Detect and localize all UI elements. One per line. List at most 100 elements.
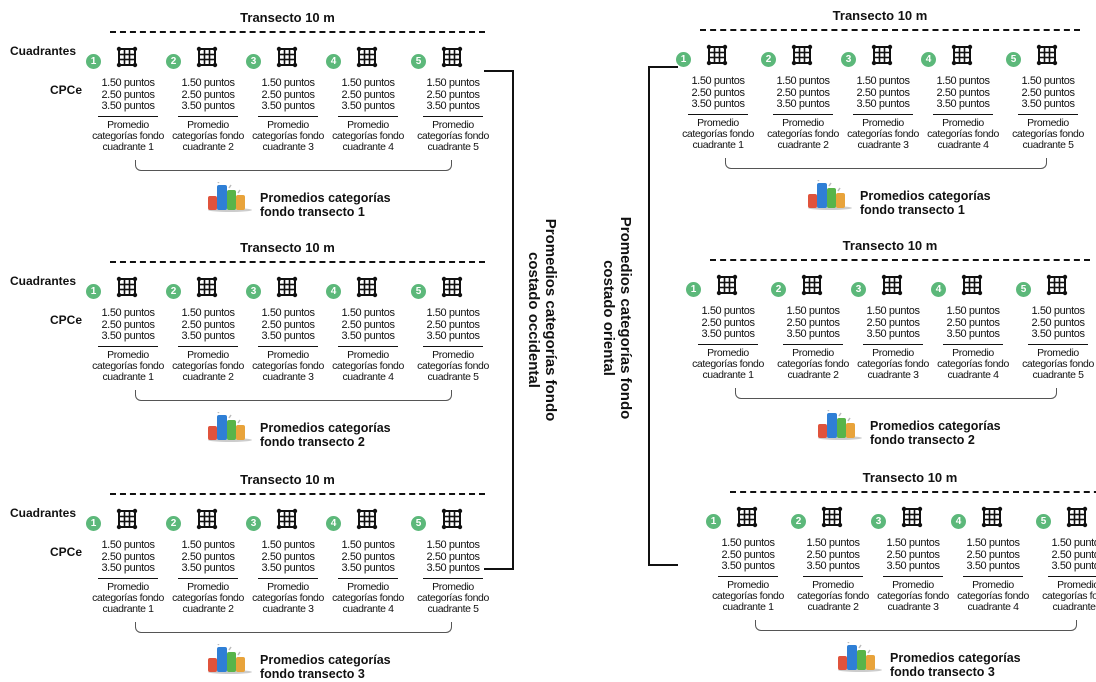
points-underline <box>178 346 238 347</box>
cuadrante-number: 2 <box>228 371 234 383</box>
cpce-points-line: 2.50 puntos <box>691 86 745 99</box>
grid-quadrat-icon <box>196 276 218 298</box>
promedio-line: categorías fondo <box>417 130 489 142</box>
cpce-points-line: 3.50 puntos <box>856 98 910 110</box>
points-underline <box>688 114 748 115</box>
promedio-line: categorías fondo <box>172 360 244 372</box>
cuadrante-number: 4 <box>388 141 394 153</box>
cuadrante-number: 2 <box>228 141 234 153</box>
cpce-points-line: 2.50 puntos <box>886 548 940 561</box>
promedio-line: Promedio <box>1027 117 1069 129</box>
quadrant-number-badge: 5 <box>411 516 426 531</box>
promedio-line: Promedio <box>432 581 474 593</box>
cuadrante-number: 1 <box>738 139 744 151</box>
points-underline <box>258 116 318 117</box>
cpce-points-line: 2.50 puntos <box>341 318 395 331</box>
cpce-points-line: 1.50 puntos <box>101 77 155 89</box>
promedio-line: cuadrante 5 <box>411 604 495 615</box>
grid-quadrat-icon <box>1066 506 1088 528</box>
points-underline <box>1048 576 1096 577</box>
grid-quadrat-icon <box>801 274 823 296</box>
cpce-points-line: 2.50 puntos <box>101 318 155 331</box>
cpce-points-line: 3.50 puntos <box>341 100 395 112</box>
grid-quadrat-icon <box>196 46 218 68</box>
promedio-line: categorías fondo <box>332 360 404 372</box>
points-underline <box>1018 114 1078 115</box>
cpce-points-line: 3.50 puntos <box>101 100 155 112</box>
quadrant-number-badge: 5 <box>1006 52 1021 67</box>
cpce-points-line: 3.50 puntos <box>701 328 755 340</box>
quadrant-number-badge: 2 <box>771 282 786 297</box>
cpce-points-line: 3.50 puntos <box>1031 328 1085 340</box>
cpce-points-line: 2.50 puntos <box>701 316 755 329</box>
grid-quadrat-icon <box>356 46 378 68</box>
cpce-points-line: 2.50 puntos <box>946 316 1000 329</box>
grid-quadrat-icon <box>196 508 218 530</box>
grouping-brace <box>735 388 1057 399</box>
cpce-points-line: 1.50 puntos <box>936 75 990 87</box>
points-underline <box>98 578 158 579</box>
bar-chart-icon <box>208 182 252 212</box>
grid-quadrat-icon <box>441 46 463 68</box>
axis-line: costado occidental <box>525 252 542 388</box>
quadrant-number-badge: 3 <box>246 516 261 531</box>
cuadrante-word: cuadrante <box>427 603 471 615</box>
cpce-points-line: 3.50 puntos <box>181 330 235 342</box>
grouping-brace <box>755 620 1077 631</box>
cpce-points-line: 2.50 puntos <box>261 88 315 101</box>
cpce-points-line: 1.50 puntos <box>101 539 155 551</box>
summary-line: Promedios categorías <box>870 419 1001 433</box>
quadrant-number-badge: 5 <box>411 54 426 69</box>
promedio-line: Promedio <box>347 349 389 361</box>
promedio-line: Promedio <box>267 119 309 131</box>
promedio-line: Promedio <box>792 347 834 359</box>
promedio-line: categorías fondo <box>937 358 1009 370</box>
cpce-points-line: 3.50 puntos <box>691 98 745 110</box>
points-underline <box>338 116 398 117</box>
cpce-points-line: 3.50 puntos <box>946 328 1000 340</box>
promedio-line: categorías fondo <box>1042 590 1096 602</box>
cuadrante-word: cuadrante <box>1032 369 1076 381</box>
cuadrantes-label: Cuadrantes <box>10 44 77 58</box>
promedio-line: categorías fondo <box>777 358 849 370</box>
grid-quadrat-icon <box>951 44 973 66</box>
cpce-points-line: 1.50 puntos <box>721 537 775 549</box>
transect-title: Transecto 10 m <box>240 472 335 487</box>
cuadrante-word: cuadrante <box>342 371 386 383</box>
promedio-line: categorías fondo <box>692 358 764 370</box>
quadrant-number-badge: 4 <box>326 516 341 531</box>
cuadrante-word: cuadrante <box>102 603 146 615</box>
bar-chart-icon <box>808 180 852 210</box>
cuadrante-word: cuadrante <box>1022 139 1066 151</box>
promedio-line: categorías fondo <box>252 360 324 372</box>
promedio-line: categorías fondo <box>417 360 489 372</box>
summary-line: fondo transecto 2 <box>260 435 365 449</box>
bar-chart-icon <box>838 642 882 672</box>
grid-quadrat-icon <box>116 508 138 530</box>
cuadrante-number: 5 <box>1068 139 1074 151</box>
cpce-points-line: 2.50 puntos <box>866 316 920 329</box>
cuadrante-number: 3 <box>903 139 909 151</box>
